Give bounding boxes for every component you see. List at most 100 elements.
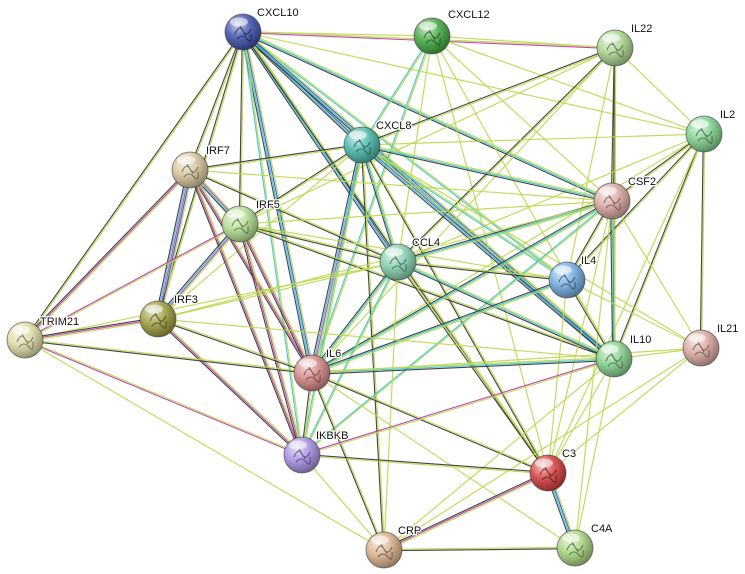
edge-IRF3-IL6[interactable] <box>157 317 313 375</box>
node-il21[interactable]: IL21 <box>682 322 740 367</box>
edge-CXCL10-IL2[interactable] <box>242 31 705 135</box>
edge-TRIM21-CRP[interactable] <box>24 339 385 551</box>
node-crp[interactable]: CRP <box>365 524 422 569</box>
edge-IL10-C4A[interactable] <box>574 358 615 549</box>
node-il10[interactable]: IL10 <box>595 333 653 378</box>
edge-CSF2-C4A[interactable] <box>574 200 613 549</box>
edge-TRIM21-IKBKB[interactable] <box>24 338 303 457</box>
edge-CXCL8-CSF2[interactable] <box>361 143 613 203</box>
edge-CXCL8-CRP[interactable] <box>360 144 386 551</box>
edge-IL2-CCL4[interactable] <box>397 133 705 263</box>
edge-CCL4-TRIM21[interactable] <box>24 261 399 341</box>
edge-CXCL12-IL22[interactable] <box>431 35 616 49</box>
edge-CXCL10-IKBKB[interactable] <box>241 31 304 456</box>
node-c4a[interactable]: C4A <box>556 522 614 567</box>
edge-IL10-IKBKB[interactable] <box>301 357 615 457</box>
node-trim21[interactable]: TRIM21 <box>6 315 80 359</box>
edge-IL21-C3[interactable] <box>547 347 702 474</box>
edge-IRF3-IL10[interactable] <box>157 318 615 360</box>
edge-IRF5-IKBKB[interactable] <box>238 223 304 456</box>
edge-C3-CRP[interactable] <box>382 471 550 552</box>
edge-IRF3-TRIM21[interactable] <box>24 317 159 342</box>
edge-CXCL8-C3[interactable] <box>360 144 550 474</box>
node-irf5[interactable]: IRF5 <box>221 198 281 243</box>
edge-IRF7-TRIM21[interactable] <box>23 168 192 342</box>
node-il4[interactable]: IL4 <box>548 254 598 299</box>
edge-CRP-C4A[interactable] <box>383 546 576 552</box>
edge-IRF7-CCL4[interactable] <box>189 168 399 264</box>
edge-CSF2-IKBKB[interactable] <box>301 199 614 457</box>
edge-IL6-IL21[interactable] <box>311 347 702 374</box>
edge-CCL4-IL10[interactable] <box>396 260 616 361</box>
edge-IL2-CXCL8[interactable] <box>361 133 705 146</box>
edge-IRF5-CCL4[interactable] <box>239 222 399 264</box>
node-cxcl12[interactable]: CXCL12 <box>413 8 491 55</box>
node-il6[interactable]: IL6 <box>293 347 343 392</box>
edge-CXCL8-IRF5[interactable] <box>239 143 363 226</box>
edge-IL2-CSF2[interactable] <box>611 132 706 203</box>
edge-IKBKB-CRP[interactable] <box>301 454 385 551</box>
edge-IRF3-IKBKB[interactable] <box>156 317 304 457</box>
edge-CCL4-IL4[interactable] <box>397 260 568 282</box>
node-cxcl10[interactable]: CXCL10 <box>224 6 300 51</box>
edge-IL22-CCL4[interactable] <box>396 46 617 264</box>
edge-IL6-C3[interactable] <box>311 371 549 475</box>
edge-IL2-IL4[interactable] <box>565 132 706 282</box>
edge-CXCL12-IL6[interactable] <box>310 35 434 374</box>
edge-CXCL10-IL6[interactable] <box>240 31 315 374</box>
edge-CXCL12-IL2[interactable] <box>431 35 705 135</box>
edge-IL22-IL4[interactable] <box>566 47 616 281</box>
edge-IL2-IL6[interactable] <box>311 133 705 374</box>
node-cxcl8[interactable]: CXCL8 <box>343 119 413 164</box>
edge-CXCL8-IL10[interactable] <box>360 142 617 362</box>
edge-CXCL10-IRF5[interactable] <box>238 31 245 225</box>
edge-IL10-C3[interactable] <box>547 358 615 474</box>
edge-IRF7-IRF3[interactable] <box>154 168 194 321</box>
node-ikbkb[interactable]: IKBKB <box>283 429 350 474</box>
edge-IL4-C3[interactable] <box>547 279 568 474</box>
edge-IRF5-IL6[interactable] <box>238 222 314 375</box>
edge-IL4-IL21[interactable] <box>566 279 702 349</box>
edge-CXCL12-IL10[interactable] <box>431 35 615 360</box>
edge-IRF5-IL10[interactable] <box>239 222 615 361</box>
edge-IL21-CRP[interactable] <box>383 347 702 551</box>
edge-CXCL8-IKBKB[interactable] <box>300 144 364 456</box>
edge-IL22-IL2[interactable] <box>614 47 705 135</box>
edge-CXCL8-IL4[interactable] <box>361 143 569 282</box>
node-csf2[interactable]: CSF2 <box>593 175 657 220</box>
edge-IL6-C4A[interactable] <box>311 372 576 549</box>
node-ccl4[interactable]: CCL4 <box>379 236 441 281</box>
edge-CSF2-C3[interactable] <box>547 200 613 474</box>
edge-CSF2-IL21[interactable] <box>611 200 702 349</box>
edge-IRF5-IRF3[interactable] <box>155 222 243 321</box>
edge-C3-IKBKB[interactable] <box>301 453 549 475</box>
edge-CXCL12-CSF2[interactable] <box>431 35 613 202</box>
edge-CXCL10-IL4[interactable] <box>242 30 569 282</box>
node-irf3[interactable]: IRF3 <box>139 293 199 338</box>
edge-IL6-CRP[interactable] <box>310 372 386 551</box>
edge-IL2-IL10[interactable] <box>612 133 706 360</box>
edge-IRF7-CSF2[interactable] <box>189 169 613 202</box>
edge-CXCL8-IRF7[interactable] <box>189 143 363 172</box>
edge-IL2-IL21[interactable] <box>699 133 706 349</box>
node-c3[interactable]: C3 <box>529 447 577 492</box>
edge-CXCL12-CCL4[interactable] <box>397 35 433 263</box>
node-il2[interactable]: IL2 <box>685 108 737 153</box>
edge-CXCL10-TRIM21[interactable] <box>23 31 245 341</box>
edge-IL4-IL6[interactable] <box>310 278 569 375</box>
edge-IL22-CXCL8[interactable] <box>361 46 616 147</box>
node-il22[interactable]: IL22 <box>596 22 654 67</box>
edge-IL22-IRF5[interactable] <box>239 47 616 225</box>
edge-CSF2-IL6[interactable] <box>310 199 614 375</box>
edge-CXCL10-CSF2[interactable] <box>241 30 614 203</box>
edge-CSF2-IL10[interactable] <box>610 200 617 360</box>
edge-IRF7-IKBKB[interactable] <box>188 168 304 457</box>
edge-CCL4-IRF3[interactable] <box>157 261 399 320</box>
edge-IRF5-CSF2[interactable] <box>239 200 613 225</box>
edge-CXCL8-IL21[interactable] <box>361 144 702 349</box>
edge-CXCL8-CCL4[interactable] <box>360 144 400 263</box>
edge-IRF5-TRIM21[interactable] <box>24 222 241 342</box>
edge-TRIM21-IL6[interactable] <box>24 338 313 375</box>
node-irf7[interactable]: IRF7 <box>171 144 231 189</box>
edge-CXCL12-CXCL8[interactable] <box>360 35 434 146</box>
